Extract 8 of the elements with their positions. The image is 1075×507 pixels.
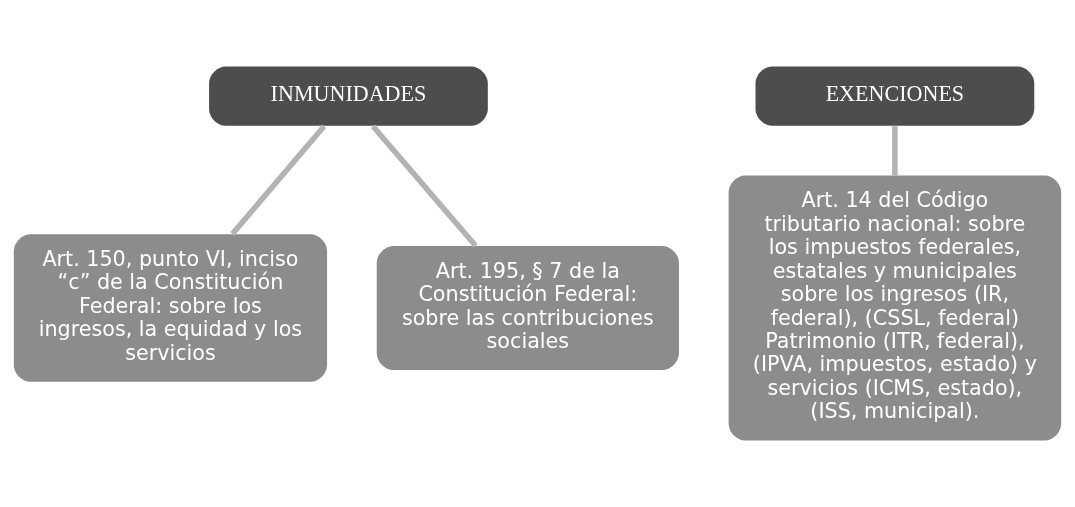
node-box: EXENCIONES	[755, 66, 1035, 126]
node-box: Art. 195, § 7 de la Constitución Federal: sobre las contribuciones sociales	[376, 245, 679, 371]
node-box: Art. 150, punto VI, inciso “c” de la Constitución Federal: sobre los ingresos, la equidad y los servicios	[13, 234, 328, 382]
connector	[892, 126, 898, 176]
connector	[230, 124, 327, 236]
node-box: INMUNIDADES	[209, 66, 488, 126]
connector	[370, 124, 478, 248]
node-box: Art. 14 del Código tributario nacional: sobre los impuestos federales, estatales y municipales sobre los ingresos (IR, federal), (CSSL, federal) Patrimonio (ITR, federal), (IPVA, impuestos, estado) y servicios (ICMS, estado), (ISS, municipal).	[728, 175, 1062, 441]
